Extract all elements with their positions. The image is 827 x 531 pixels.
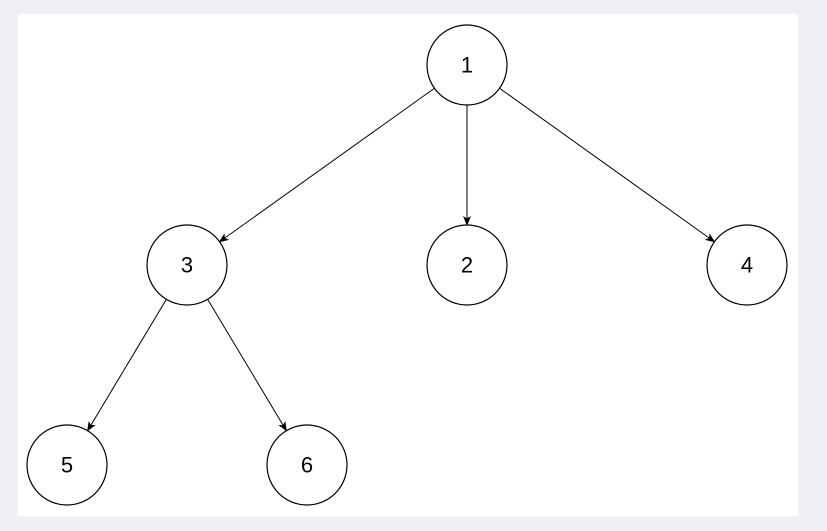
nodes-layer: 1 3 2 4 5 6	[26, 24, 788, 506]
node-2-label: 2	[461, 253, 473, 278]
node-2: 2	[426, 224, 508, 306]
node-6-circle	[266, 424, 348, 506]
node-1: 1	[426, 24, 508, 106]
node-6: 6	[266, 424, 348, 506]
node-1-circle	[426, 24, 508, 106]
edge-1-3	[218, 87, 435, 243]
node-3: 3	[146, 224, 228, 306]
node-2-circle	[426, 224, 508, 306]
edge-3-6	[207, 299, 287, 432]
edge-3-5	[87, 299, 167, 432]
node-5: 5	[26, 424, 108, 506]
node-4: 4	[706, 224, 788, 306]
node-3-circle	[146, 224, 228, 306]
edge-1-4	[499, 87, 716, 243]
edges-layer	[87, 87, 716, 432]
node-4-circle	[706, 224, 788, 306]
node-1-label: 1	[461, 53, 473, 78]
node-5-label: 5	[61, 453, 73, 478]
node-3-label: 3	[181, 253, 193, 278]
node-6-label: 6	[301, 453, 313, 478]
node-4-label: 4	[741, 253, 753, 278]
node-5-circle	[26, 424, 108, 506]
